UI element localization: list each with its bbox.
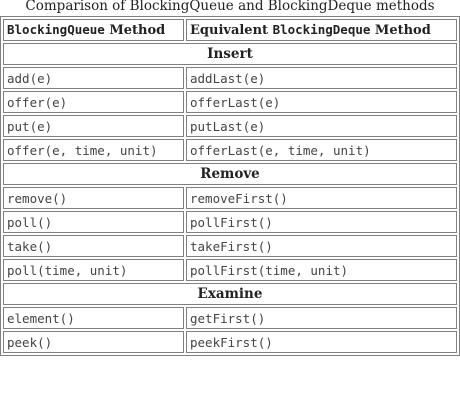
queue-method-cell: peek() — [3, 331, 184, 353]
header-blockingdeque-code: BlockingDeque — [272, 22, 371, 37]
deque-method-cell: getFirst() — [186, 307, 457, 329]
table-row: put(e) putLast(e) — [3, 115, 457, 137]
deque-method-cell: offerLast(e) — [186, 91, 457, 113]
table-row: poll(time, unit) pollFirst(time, unit) — [3, 259, 457, 281]
table-row: element() getFirst() — [3, 307, 457, 329]
queue-method-cell: put(e) — [3, 115, 184, 137]
deque-method-cell: pollFirst(time, unit) — [186, 259, 457, 281]
header-blockingdeque-method: Equivalent BlockingDeque Method — [186, 19, 457, 41]
deque-method-cell: addLast(e) — [186, 67, 457, 89]
section-title-remove: Remove — [3, 163, 457, 185]
queue-method-cell: poll() — [3, 211, 184, 233]
header-blockingdeque-prefix: Equivalent — [190, 23, 273, 38]
table-row: offer(e) offerLast(e) — [3, 91, 457, 113]
table-row: offer(e, time, unit) offerLast(e, time, … — [3, 139, 457, 161]
queue-method-cell: element() — [3, 307, 184, 329]
section-row-insert: Insert — [3, 43, 457, 65]
header-blockingqueue-rest: Method — [104, 23, 166, 38]
section-title-insert: Insert — [3, 43, 457, 65]
table-row: poll() pollFirst() — [3, 211, 457, 233]
deque-method-cell: pollFirst() — [186, 211, 457, 233]
section-row-examine: Examine — [3, 283, 457, 305]
queue-method-cell: remove() — [3, 187, 184, 209]
table-row: add(e) addLast(e) — [3, 67, 457, 89]
queue-method-cell: offer(e) — [3, 91, 184, 113]
table-row: peek() peekFirst() — [3, 331, 457, 353]
queue-method-cell: take() — [3, 235, 184, 257]
section-row-remove: Remove — [3, 163, 457, 185]
table-row: take() takeFirst() — [3, 235, 457, 257]
deque-method-cell: putLast(e) — [186, 115, 457, 137]
queue-method-cell: offer(e, time, unit) — [3, 139, 184, 161]
deque-method-cell: offerLast(e, time, unit) — [186, 139, 457, 161]
header-blockingqueue-method: BlockingQueue Method — [3, 19, 184, 41]
deque-method-cell: removeFirst() — [186, 187, 457, 209]
header-blockingdeque-rest: Method — [370, 23, 431, 38]
section-title-examine: Examine — [3, 283, 457, 305]
comparison-document: Comparison of BlockingQueue and Blocking… — [0, 0, 460, 356]
deque-method-cell: takeFirst() — [186, 235, 457, 257]
methods-table: BlockingQueue Method Equivalent Blocking… — [0, 16, 460, 356]
queue-method-cell: add(e) — [3, 67, 184, 89]
queue-method-cell: poll(time, unit) — [3, 259, 184, 281]
deque-method-cell: peekFirst() — [186, 331, 457, 353]
table-row: remove() removeFirst() — [3, 187, 457, 209]
table-caption: Comparison of BlockingQueue and Blocking… — [25, 0, 435, 14]
header-row: BlockingQueue Method Equivalent Blocking… — [3, 19, 457, 41]
header-blockingqueue-code: BlockingQueue — [7, 22, 105, 37]
